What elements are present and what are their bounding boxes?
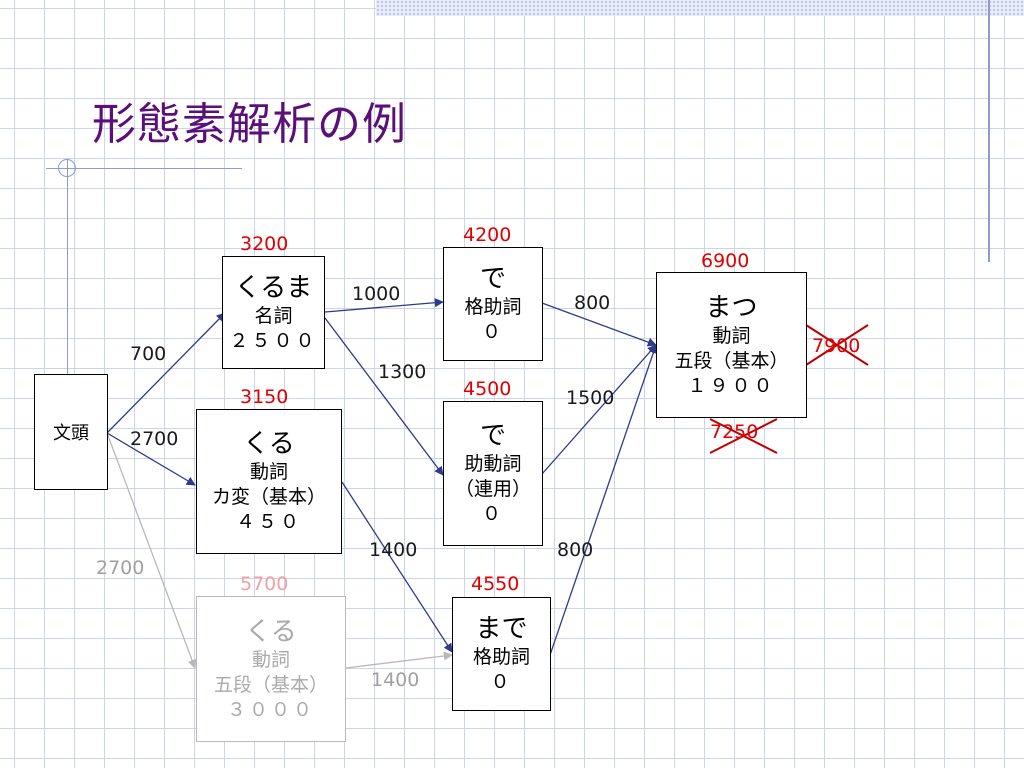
node-kuru-godan: くる 動詞 五段（基本） ３０００ [196, 596, 346, 742]
edge-cost-bos-godan: 2700 [96, 557, 145, 579]
node-made-cost: ０ [490, 671, 513, 693]
node-de-kaku-pos: 格助詞 [464, 296, 522, 318]
cross-mark-7250-b [709, 418, 778, 454]
cross-mark-7900-b [805, 324, 869, 366]
node-de-kaku-cost: ０ [481, 321, 504, 343]
edge-cost-bos-kuruma: 700 [130, 343, 167, 365]
node-made: まで 格助詞 ０ [452, 597, 551, 711]
total-de-kaku: 4200 [463, 224, 512, 246]
edge-kahen-made [341, 481, 453, 653]
edge-de-jodoushi-matsu [541, 344, 657, 475]
edge-cost-made-matsu: 800 [557, 539, 594, 561]
edge-cost-kahen-made: 1400 [369, 539, 418, 561]
slide-title: 形態素解析の例 [92, 99, 407, 150]
node-de-kaku-surface: で [479, 264, 506, 294]
node-de-jodoushi: で 助動詞 （連用） ０ [443, 401, 543, 546]
node-kuru-kahen: くる 動詞 カ変（基本） ４５０ [196, 409, 342, 554]
node-kuruma-cost: ２５００ [229, 329, 318, 352]
edge-kuruma-de-kaku [324, 298, 444, 313]
total-de-jodoushi: 4500 [463, 378, 512, 400]
node-de-jodoushi-pos: 助動詞 [464, 453, 522, 475]
edge-cost-kuruma-de-kaku: 1000 [352, 283, 401, 305]
node-kuruma: くるま 名詞 ２５００ [222, 256, 325, 369]
node-kuru-godan-cost: ３０００ [226, 698, 315, 721]
node-de-kaku: で 格助詞 ０ [443, 247, 543, 361]
node-kuru-kahen-pos: 動詞 [249, 461, 288, 483]
node-matsu-surface: まつ [705, 292, 758, 323]
edge-cost-godan-made: 1400 [371, 669, 420, 691]
node-bos-label: 文頭 [53, 423, 89, 444]
edge-godan-made [345, 651, 453, 669]
edge-de-kaku-matsu [541, 302, 657, 347]
node-matsu-pos: 動詞 [712, 324, 751, 347]
edge-kuruma-de-jodoushi [324, 317, 444, 476]
node-kuru-godan-surface: くる [245, 616, 297, 647]
edge-cost-de-kaku-matsu: 800 [574, 292, 611, 314]
edge-cost-de-jodoushi-matsu: 1500 [566, 387, 615, 409]
node-matsu: まつ 動詞 五段（基本） １９００ [656, 272, 807, 418]
node-kuru-kahen-conj: カ変（基本） [211, 486, 326, 508]
node-made-surface: まで [475, 614, 528, 644]
edge-bos-kuru-godan [106, 432, 197, 669]
total-kuru-godan: 5700 [240, 573, 289, 595]
edge-made-matsu [549, 344, 658, 656]
header-decoration-rule [988, 0, 990, 262]
edge-cost-bos-kahen: 2700 [130, 428, 179, 450]
node-kuruma-pos: 名詞 [254, 304, 293, 327]
node-matsu-cost: １９００ [687, 374, 776, 397]
node-kuru-kahen-cost: ４５０ [235, 511, 302, 533]
node-kuru-godan-pos: 動詞 [251, 648, 290, 671]
rejected-total-7250: 7250 [710, 421, 759, 443]
edge-cost-kuruma-de-jodoushi: 1300 [378, 361, 427, 383]
header-decoration-band [376, 0, 1024, 16]
total-kuru-kahen: 3150 [240, 386, 289, 408]
node-de-jodoushi-surface: で [479, 421, 506, 451]
node-kuruma-surface: くるま [234, 272, 313, 303]
node-kuru-kahen-surface: くる [243, 429, 295, 459]
title-guide-circle [58, 159, 76, 177]
node-de-jodoushi-conj: （連用） [454, 478, 531, 500]
edge-bos-kuruma [106, 312, 226, 434]
total-kuruma: 3200 [240, 233, 289, 255]
rejected-total-7900: 7900 [812, 335, 861, 357]
node-kuru-godan-conj: 五段（基本） [213, 673, 328, 696]
node-de-jodoushi-cost: ０ [481, 503, 504, 525]
node-bos: 文頭 [34, 374, 108, 490]
edge-bos-kuru-kahen [106, 432, 196, 486]
total-matsu: 6900 [701, 250, 750, 272]
node-made-pos: 格助詞 [472, 646, 530, 668]
node-matsu-conj: 五段（基本） [674, 349, 789, 372]
title-underline [46, 168, 242, 169]
total-made: 4550 [471, 573, 520, 595]
title-guide-line [67, 160, 68, 375]
